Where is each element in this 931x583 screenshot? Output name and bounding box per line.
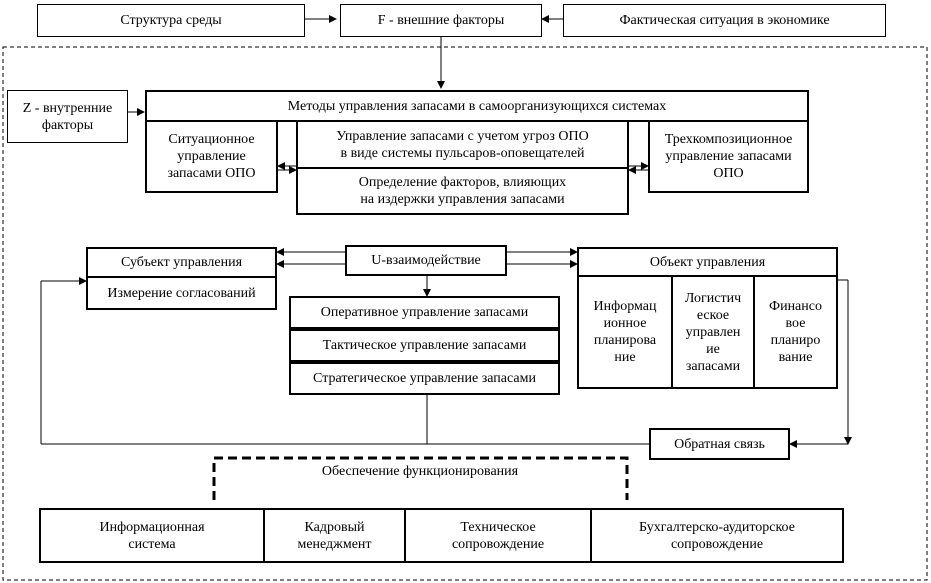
support-accounting-cell: Бухгалтерско-аудиторское сопровождение [592,510,842,561]
factors-line1: Определение факторов, влияющих [358,175,567,190]
economy-box: Фактическая ситуация в экономике [563,4,886,37]
subject-title-box: Субъект управления [86,247,277,278]
support-hr-line2: менеджмент [297,536,372,552]
object-info-line3: планирова [593,333,657,348]
support-hr-line1: Кадровый [304,519,365,535]
measure-box: Измерение согласований [86,276,277,310]
measure-label: Измерение согласований [107,285,256,301]
operative-box: Оперативное управление запасами [289,296,560,329]
threats-line2: в виде системы пульсаров-оповещателей [340,145,585,161]
internal-factors-line2: факторы [41,117,94,133]
economy-label: Фактическая ситуация в экономике [619,13,830,28]
three-composition-box: Трехкомпозиционное управление запасами О… [648,120,809,193]
object-finance-line4: вание [778,350,813,365]
subject-title: Субъект управления [120,255,243,270]
structure-box: Структура среды [37,4,305,37]
object-title: Объект управления [649,254,766,270]
support-hr-cell: Кадровый менеджмент [265,510,406,561]
support-row: Информационная система Кадровый менеджме… [39,508,844,563]
three-composition-line2: управление запасами [665,149,792,164]
object-info-line2: ионное [603,316,647,331]
internal-factors-box: Z - внутренние факторы [7,90,128,143]
three-composition-line1: Трехкомпозиционное [664,132,793,147]
situational-box: Ситуационное управление запасами ОПО [145,120,278,193]
external-factors-box: F - внешние факторы [340,4,542,37]
feedback-label: Обратная связь [674,436,765,452]
threats-box: Управление запасами с учетом угроз ОПО в… [296,120,629,169]
threats-line1: Управление запасами с учетом угроз ОПО [336,128,589,144]
support-accounting-line1: Бухгалтерско-аудиторское [639,519,795,535]
support-info-line2: система [128,536,176,552]
external-factors-label: F - внешние факторы [377,13,505,28]
support-info-line1: Информационная [99,519,205,535]
object-logistics-line4: ие [706,341,720,357]
feedback-box: Обратная связь [649,428,790,460]
tactical-label: Тактическое управление запасами [322,338,527,353]
interaction-box: U-взаимодействие [345,245,507,276]
strategic-label: Стратегическое управление запасами [313,371,536,386]
situational-line1: Ситуационное [168,132,255,147]
support-accounting-line2: сопровождение [670,536,764,552]
object-finance-line2: вое [785,316,806,331]
strategic-box: Стратегическое управление запасами [289,362,560,395]
object-logistics-cell: Логистич еское управлен ие запасами [673,277,755,387]
object-logistics-line5: запасами [685,358,741,374]
methods-title-box: Методы управления запасами в самоорганиз… [145,90,809,122]
object-parts-box: Информац ионное планирова ние Логистич е… [577,275,838,389]
object-finance-line3: планиро [770,333,821,348]
interaction-label: U-взаимодействие [371,253,481,268]
methods-title: Методы управления запасами в самоорганиз… [287,98,667,114]
support-info-cell: Информационная система [41,510,265,561]
factors-box: Определение факторов, влияющих на издерж… [296,167,629,215]
support-tech-line2: сопровождение [451,536,545,552]
situational-line2: управление [177,149,246,164]
three-composition-line3: ОПО [713,166,744,181]
object-logistics-line3: управлен [685,324,741,340]
situational-line3: запасами ОПО [167,166,256,181]
object-logistics-line1: Логистич [684,290,742,306]
tactical-box: Тактическое управление запасами [289,329,560,362]
support-tech-line1: Техническое [460,519,536,535]
object-info-cell: Информац ионное планирова ние [579,277,673,387]
factors-line2: на издержки управления запасами [360,192,565,207]
operative-label: Оперативное управление запасами [320,305,529,320]
structure-label: Структура среды [120,13,222,28]
object-logistics-line2: еское [696,307,730,323]
internal-factors-line1: Z - внутренние [22,100,113,116]
object-info-line4: ние [614,350,636,365]
object-finance-cell: Финансо вое планиро вание [755,277,836,387]
object-title-box: Объект управления [577,247,838,277]
support-title: Обеспечение функционирования [321,464,519,479]
object-info-line1: Информац [593,299,657,314]
support-tech-cell: Техническое сопровождение [406,510,592,561]
object-finance-line1: Финансо [769,299,822,314]
